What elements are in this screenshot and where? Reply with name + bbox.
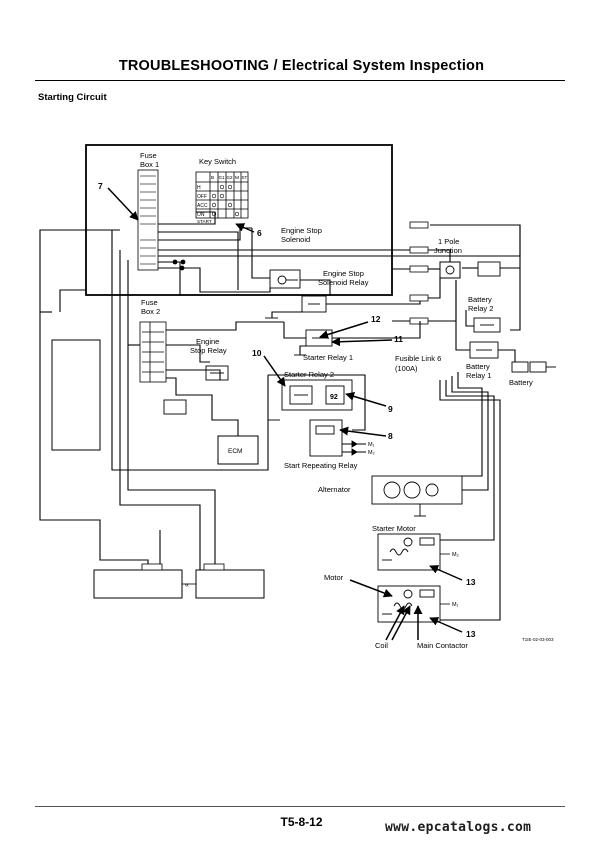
fusible-link-label-b: (100A)	[395, 364, 418, 373]
key-col-st: ST	[242, 175, 248, 180]
battery-relay-1	[469, 341, 499, 359]
key-switch	[195, 171, 249, 219]
starter-relay-1-label: Starter Relay 1	[303, 353, 353, 362]
controller-right	[195, 569, 265, 599]
alternator-label: Alternator	[318, 485, 351, 494]
engine-stop-solenoid-label-a: Engine Stop	[281, 226, 322, 235]
starter-relay-2-label: Starter Relay 2	[284, 370, 334, 379]
m1-label-a: M₁	[368, 442, 375, 448]
fusible-link-label-a: Fusible Link 6	[395, 354, 441, 363]
engine-stop-solenoid-relay-label-a: Engine Stop	[323, 269, 364, 278]
starter-motor-label: Starter Motor	[372, 524, 416, 533]
page-number: T5-8-12	[280, 815, 323, 829]
fuse-box-1	[137, 169, 159, 271]
controller-left	[93, 569, 183, 599]
callout-12: 12	[371, 314, 381, 324]
figure-code: T1IE-02-03-003	[522, 637, 554, 642]
one-pole-junction-label-b: Junction	[434, 246, 462, 255]
fuse-box-2-label-b: Box 2	[141, 307, 160, 316]
callout-arrows	[107, 187, 463, 641]
key-row-on: ON	[197, 212, 205, 218]
key-row-h: H	[197, 185, 201, 191]
alternator-unit	[371, 475, 463, 517]
engine-stop-relay-label-a: Engine	[196, 337, 219, 346]
callout-13-b: 13	[466, 629, 476, 639]
engine-stop-solenoid-label-b: Solenoid	[281, 235, 310, 244]
main-contactor-label: Main Contactor	[417, 641, 468, 650]
callout-13-a: 13	[466, 577, 476, 587]
starter-relay-2	[281, 379, 353, 411]
battery-relay-1-label-b: Relay 1	[466, 371, 491, 380]
key-row-off: OFF	[197, 194, 207, 200]
key-col-b: B	[211, 175, 214, 181]
connector-mark: «	[185, 582, 189, 589]
section-title: Starting Circuit	[38, 92, 107, 103]
footer-rule	[35, 806, 565, 807]
battery-relay-2	[473, 261, 501, 333]
ecm-box	[217, 435, 259, 465]
fuse-box-2	[139, 321, 167, 383]
key-switch-marks	[211, 184, 240, 217]
engine-stop-relay-label-b: Stop Relay	[190, 346, 227, 355]
key-switch-label: Key Switch	[199, 157, 236, 166]
callout-7: 7	[98, 181, 103, 191]
callout-9: 9	[388, 404, 393, 414]
fuse-box-1-label-a: Fuse	[140, 151, 157, 160]
key-col-m: M	[235, 175, 239, 181]
watermark: www.epcatalogs.com	[385, 820, 532, 835]
battery-relay-2-label-a: Battery	[468, 295, 492, 304]
cab-boundary	[85, 144, 393, 296]
key-row-start: START	[197, 219, 212, 224]
title-rule	[35, 80, 565, 81]
starter-relay-1	[305, 329, 333, 347]
starter-relay-2-mark: 92	[330, 394, 338, 401]
battery-label: Battery	[509, 378, 533, 387]
motor-label: Motor	[324, 573, 344, 582]
wiring-right	[392, 225, 521, 621]
diode-lines	[342, 440, 366, 456]
callout-11: 11	[394, 334, 403, 344]
m2-label-a: M₂	[368, 450, 375, 456]
key-col-g2: G2	[227, 175, 234, 180]
engine-stop-solenoid-relay	[301, 295, 327, 313]
motor-unit	[377, 585, 441, 623]
left-panel	[51, 339, 101, 451]
fuse-box-2-label-a: Fuse	[141, 298, 158, 307]
fuse-box-2-leads	[128, 321, 284, 436]
start-repeating-relay-label: Start Repeating Relay	[284, 461, 358, 470]
engine-stop-relay	[205, 365, 229, 381]
page-title: TROUBLESHOOTING / Electrical System Insp…	[118, 58, 485, 74]
wiring-left	[39, 229, 269, 570]
ecm-label: ECM	[228, 448, 242, 455]
callout-8: 8	[388, 431, 393, 441]
battery-relay-2-label-b: Relay 2	[468, 304, 493, 313]
key-col-g1: G1	[219, 175, 226, 180]
relay-small	[163, 399, 187, 415]
callout-6: 6	[257, 228, 262, 238]
engine-stop-solenoid	[269, 269, 301, 289]
one-pole-junction	[439, 261, 461, 279]
key-row-acc: ACC	[197, 203, 208, 209]
battery-symbol	[511, 361, 556, 373]
battery-relay-1-label-a: Battery	[466, 362, 490, 371]
engine-stop-solenoid-relay-label-b: Solenoid Relay	[318, 278, 369, 287]
m2-label-b: M₂	[452, 552, 459, 558]
start-repeating-relay	[309, 419, 343, 457]
inline-fuses	[409, 221, 429, 325]
callout-10: 10	[252, 348, 262, 358]
one-pole-junction-label-a: 1 Pole	[438, 237, 459, 246]
starter-motor-unit	[377, 533, 441, 571]
m1-label-b: M₁	[452, 602, 459, 608]
coil-label: Coil	[375, 641, 388, 650]
fuse-box-1-label-b: Box 1	[140, 160, 159, 169]
